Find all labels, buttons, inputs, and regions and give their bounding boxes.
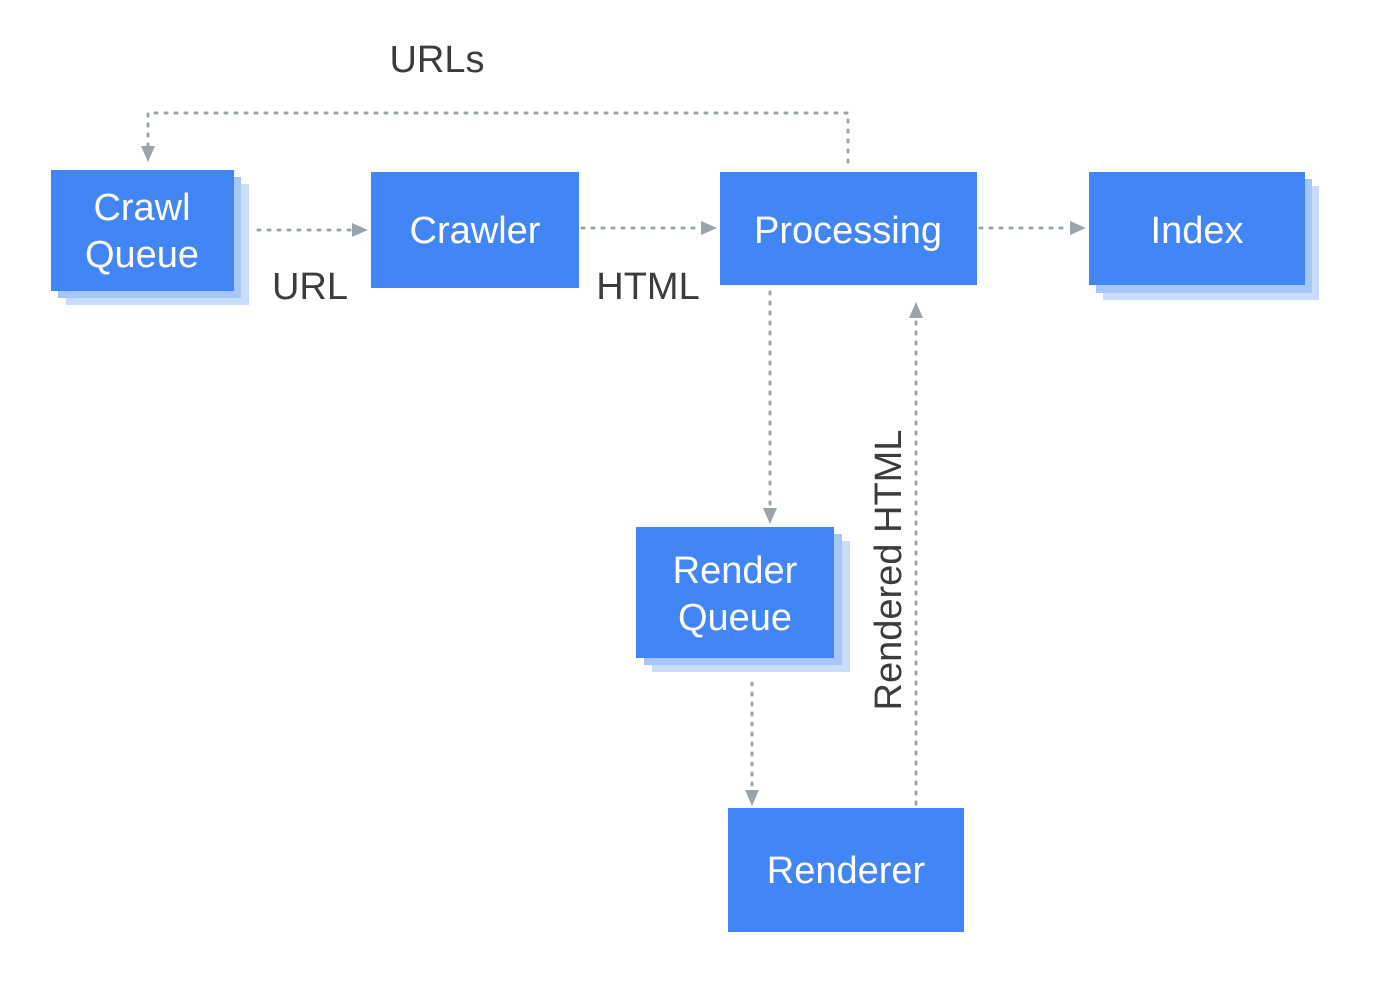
arrow-head-icon bbox=[701, 221, 717, 235]
arrow-head-icon bbox=[909, 302, 923, 318]
arrow-head-icon bbox=[763, 508, 777, 524]
edge-label-url: URL bbox=[272, 266, 348, 308]
node-renderer: Renderer bbox=[728, 808, 964, 932]
edge-processing-to-render-queue bbox=[763, 290, 777, 524]
arrow-head-icon bbox=[352, 223, 368, 237]
node-box bbox=[1089, 172, 1305, 285]
node-crawl-queue: Crawl Queue bbox=[51, 170, 249, 305]
edge-crawler-to-processing bbox=[580, 221, 717, 235]
edge-label-rendered-html: Rendered HTML bbox=[868, 430, 910, 711]
node-index: Index bbox=[1089, 172, 1319, 300]
node-label: Renderer bbox=[767, 850, 926, 892]
edge-processing-to-crawl-queue bbox=[141, 111, 850, 164]
node-label-line2: Queue bbox=[678, 597, 792, 639]
node-box bbox=[371, 172, 579, 288]
node-box bbox=[720, 172, 977, 285]
node-box bbox=[636, 527, 834, 658]
edge-processing-to-index bbox=[978, 221, 1086, 235]
node-render-queue: Render Queue bbox=[636, 527, 850, 672]
node-label-line1: Render bbox=[673, 550, 798, 592]
arrow-head-icon bbox=[141, 146, 155, 162]
node-crawler: Crawler bbox=[371, 172, 579, 288]
node-processing: Processing bbox=[720, 172, 977, 285]
edge-crawl-queue-to-crawler bbox=[256, 223, 368, 237]
node-label-line2: Queue bbox=[85, 234, 199, 276]
node-label: Index bbox=[1151, 210, 1244, 252]
edge-render-queue-to-renderer bbox=[745, 681, 759, 806]
edge-label-html: HTML bbox=[596, 266, 699, 308]
node-label: Crawler bbox=[410, 210, 541, 252]
arrow-head-icon bbox=[745, 790, 759, 806]
edge-label-urls: URLs bbox=[389, 39, 484, 81]
node-box bbox=[728, 808, 964, 932]
arrow-head-icon bbox=[1070, 221, 1086, 235]
node-label: Processing bbox=[754, 210, 942, 252]
node-label-line1: Crawl bbox=[93, 187, 190, 229]
edge-renderer-to-processing bbox=[909, 302, 923, 806]
node-box bbox=[51, 170, 234, 291]
